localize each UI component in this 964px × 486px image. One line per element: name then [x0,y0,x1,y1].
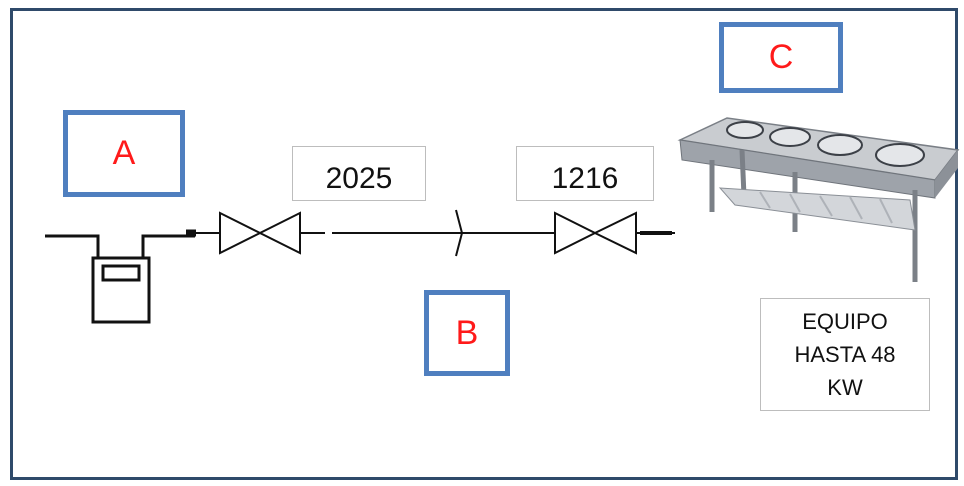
valve-icon [219,211,301,255]
valve-icon [554,211,637,255]
label-c: C [719,22,843,93]
gas-meter-icon [45,234,195,324]
value-2025: 2025 [292,146,426,201]
equipment-label: EQUIPO HASTA 48 KW [760,298,930,411]
gas-stove-icon [677,117,960,282]
label-a: A [63,110,185,197]
pipe-break-mark [455,209,464,257]
label-b: B [424,290,510,376]
value-1216: 1216 [516,146,654,201]
